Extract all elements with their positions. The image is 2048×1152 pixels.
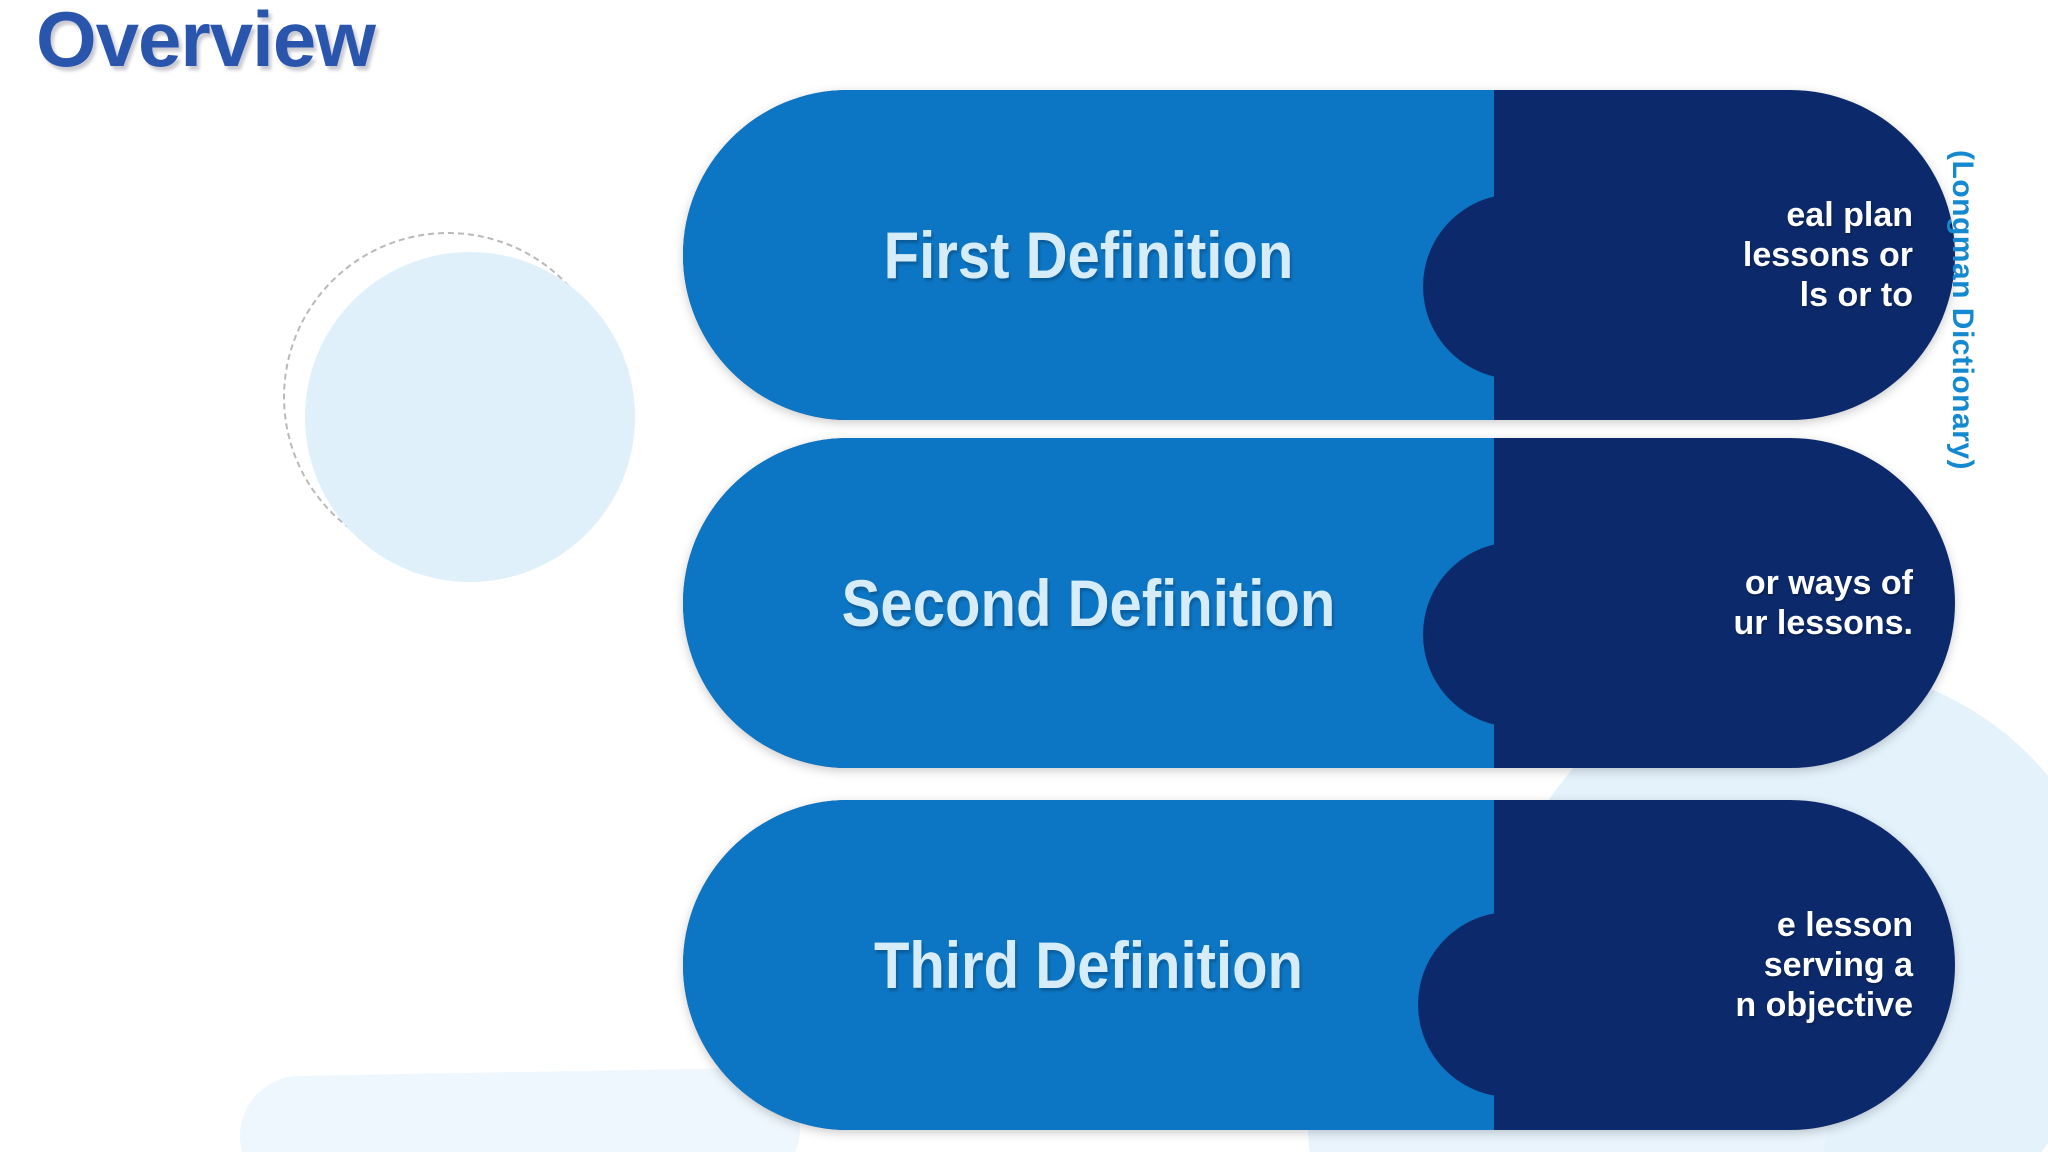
- definition-body-line: e lesson: [1776, 905, 1913, 944]
- definition-body-line: ur lessons.: [1733, 604, 1913, 642]
- definition-body-line: n objective: [1735, 986, 1913, 1025]
- pill-front-panel: [683, 800, 1494, 1130]
- bottom-left-stripe-decoration: [238, 1067, 802, 1152]
- definition-pill-3[interactable]: Third Definition e lesson serving a n ob…: [683, 800, 1955, 1130]
- definition-pill-1[interactable]: First Definition eal plan lessons or ls …: [683, 90, 1955, 420]
- pill-front-panel: [683, 90, 1494, 420]
- pill-seam-bubble: [1423, 194, 1608, 379]
- pill-front-panel: [683, 438, 1494, 768]
- page-title: Overview: [36, 0, 376, 83]
- pill-seam-bubble: [1423, 542, 1608, 727]
- definition-body-2: or ways of ur lessons.: [1494, 438, 1955, 768]
- definition-body-3: e lesson serving a n objective: [1494, 800, 1955, 1130]
- pill-seam-bubble: [1418, 912, 1603, 1097]
- definition-body-line: eal plan: [1786, 195, 1913, 234]
- definition-body-line: ls or to: [1799, 276, 1913, 315]
- definition-body-1: eal plan lessons or ls or to: [1494, 90, 1955, 420]
- definition-body-line: serving a: [1763, 945, 1913, 984]
- source-caption: (Longman Dictionary): [1946, 150, 1979, 471]
- definition-body-line: or ways of: [1744, 563, 1913, 602]
- definition-pill-2[interactable]: Second Definition or ways of ur lessons.: [683, 438, 1955, 768]
- soft-circle-decoration: [305, 252, 635, 582]
- definition-body-line: lessons or: [1742, 235, 1913, 274]
